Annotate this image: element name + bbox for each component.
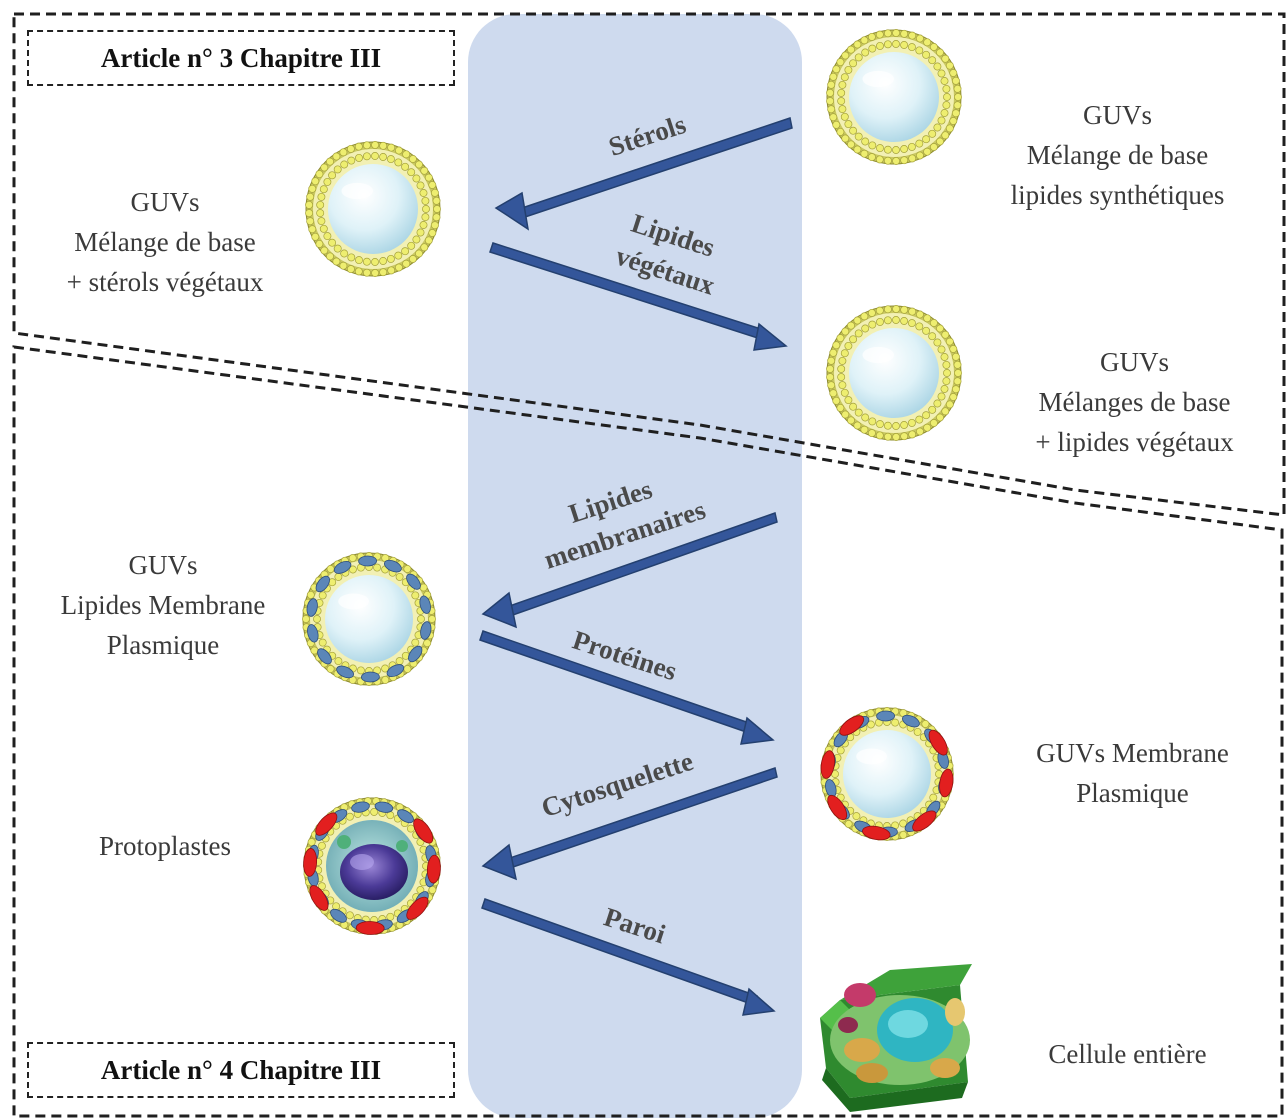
label-guv-base: GUVs Mélange de base lipides synthétique…	[985, 95, 1250, 215]
label-line: lipides synthétiques	[1010, 180, 1225, 210]
article-box-bottom: Article n° 4 Chapitre III	[27, 1042, 455, 1098]
label-line: Mélange de base	[1026, 140, 1209, 170]
bottom-region-border	[12, 345, 1284, 1118]
label-line: Cellule entière	[1048, 1039, 1207, 1069]
label-guv-sterols: GUVs Mélange de base + stérols végétaux	[40, 182, 290, 302]
label-cellule: Cellule entière	[1005, 1034, 1250, 1074]
label-guv-membrane: GUVs Membrane Plasmique	[1000, 733, 1265, 813]
arrow-sterols	[494, 117, 793, 231]
label-line: GUVs	[1082, 100, 1152, 130]
label-line: GUVs Membrane	[1036, 738, 1229, 768]
label-line: Mélange de base	[74, 227, 256, 257]
vesicle-icon-lipides-vegetaux	[826, 305, 962, 441]
protoplast-icon	[303, 797, 441, 935]
top-region-border	[12, 12, 1286, 517]
label-line: GUVs	[128, 550, 198, 580]
vesicle-icon-membrane-plasmique	[820, 707, 954, 841]
label-line: Mélanges de base	[1038, 387, 1231, 417]
vesicle-icon-sterols	[305, 141, 441, 277]
arrow-paroi	[481, 898, 776, 1016]
arrow-proteines	[479, 630, 775, 745]
label-line: + stérols végétaux	[66, 267, 264, 297]
vesicle-icon-lipides-membrane	[302, 552, 436, 686]
label-line: GUVs	[130, 187, 200, 217]
label-line: Plasmique	[106, 630, 220, 660]
label-line: Protoplastes	[99, 831, 231, 861]
plant-cell-icon	[820, 964, 972, 1112]
article-box-top: Article n° 3 Chapitre III	[27, 30, 455, 86]
label-line: + lipides végétaux	[1035, 427, 1234, 457]
arrow-lipides-vegetaux	[489, 242, 788, 351]
label-guv-lipides-membrane: GUVs Lipides Membrane Plasmique	[28, 545, 298, 665]
arrow-lipides-membranaires	[481, 512, 778, 629]
label-line: Plasmique	[1076, 778, 1189, 808]
label-line: Lipides Membrane	[60, 590, 266, 620]
label-line: GUVs	[1099, 347, 1169, 377]
vesicle-icon-base	[826, 29, 962, 165]
label-guv-lipides-vegetaux: GUVs Mélanges de base + lipides végétaux	[1002, 342, 1267, 462]
label-protoplastes: Protoplastes	[55, 826, 275, 866]
arrow-cytosquelette	[481, 767, 778, 881]
